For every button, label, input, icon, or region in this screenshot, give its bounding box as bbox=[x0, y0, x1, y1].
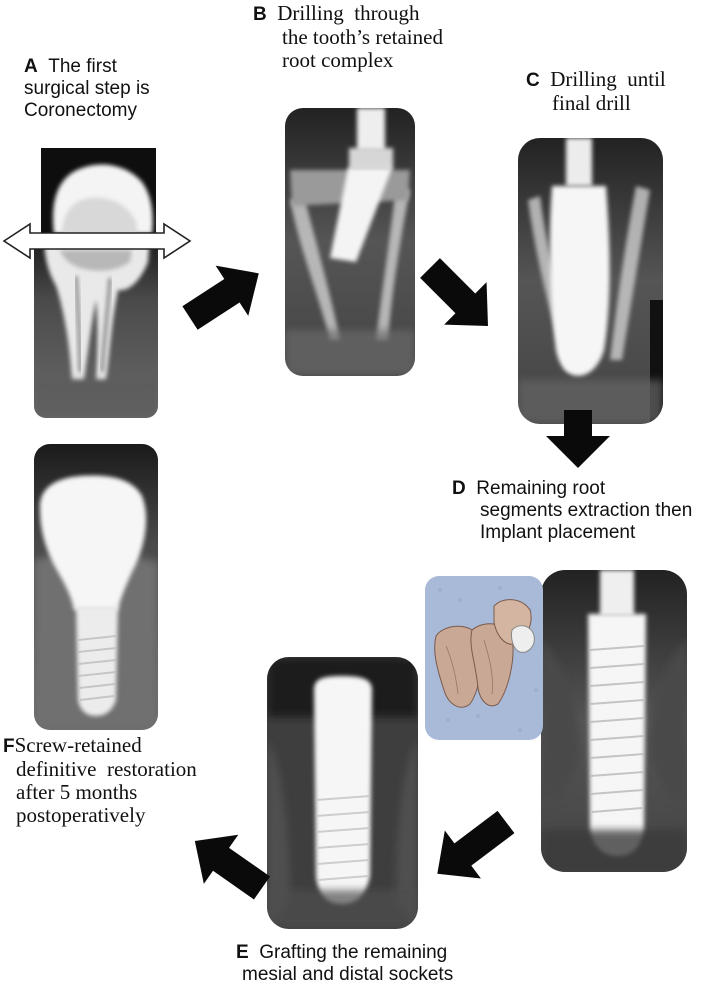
radiograph-e bbox=[267, 657, 418, 929]
caption-c: C Drilling until final drill bbox=[526, 68, 666, 115]
caption-b-line-3: root complex bbox=[282, 48, 394, 72]
caption-e: E Grafting the remaining mesial and dist… bbox=[236, 942, 453, 986]
radiograph-b bbox=[285, 108, 415, 376]
arrow-d-to-e bbox=[437, 810, 515, 879]
caption-b-line-2: the tooth’s retained bbox=[282, 25, 443, 49]
caption-a: A The first surgical step is Coronectomy bbox=[24, 54, 150, 122]
caption-d-line-3: Implant placement bbox=[480, 522, 636, 543]
caption-a-line-3: Coronectomy bbox=[24, 100, 137, 121]
radiograph-d bbox=[541, 570, 687, 872]
step-letter-d: D bbox=[452, 478, 466, 499]
caption-d-line-1: Remaining root bbox=[476, 478, 606, 499]
caption-e-line-2: mesial and distal sockets bbox=[242, 964, 454, 985]
radiograph-a-roots bbox=[34, 236, 158, 418]
caption-f-line-1: Screw-retained bbox=[14, 733, 142, 757]
caption-f-line-2: definitive restoration bbox=[16, 757, 197, 781]
arrow-c-to-d bbox=[546, 410, 610, 468]
caption-a-line-2: surgical step is bbox=[24, 78, 150, 99]
caption-e-line-1: Grafting the remaining bbox=[259, 942, 448, 963]
step-letter-b: B bbox=[253, 4, 267, 25]
arrow-b-to-c bbox=[420, 258, 488, 326]
double-arrow bbox=[2, 222, 192, 260]
step-letter-e: E bbox=[236, 942, 249, 963]
caption-b: B Drilling through the tooth’s retained … bbox=[253, 2, 443, 72]
caption-f: FScrew-retained definitive restoration a… bbox=[3, 734, 197, 827]
extracted-roots-photo bbox=[425, 576, 543, 740]
caption-d-line-2: segments extraction then bbox=[480, 500, 693, 521]
caption-a-line-1: The first bbox=[48, 56, 117, 77]
caption-c-line-1: Drilling until bbox=[550, 67, 666, 91]
caption-f-line-3: after 5 months bbox=[16, 780, 138, 804]
caption-c-line-2: final drill bbox=[552, 91, 631, 115]
step-letter-a: A bbox=[24, 56, 38, 77]
caption-b-line-1: Drilling through bbox=[277, 1, 420, 25]
radiograph-c bbox=[518, 138, 663, 424]
step-letter-f: F bbox=[3, 736, 15, 757]
arrow-a-to-b bbox=[182, 265, 259, 330]
caption-f-line-4: postoperatively bbox=[16, 803, 146, 827]
radiograph-f bbox=[34, 444, 158, 730]
radiograph-a-crown bbox=[41, 148, 156, 234]
step-letter-c: C bbox=[526, 70, 540, 91]
caption-d: D Remaining root segments extraction the… bbox=[452, 478, 692, 544]
arrow-e-to-f bbox=[194, 834, 271, 900]
